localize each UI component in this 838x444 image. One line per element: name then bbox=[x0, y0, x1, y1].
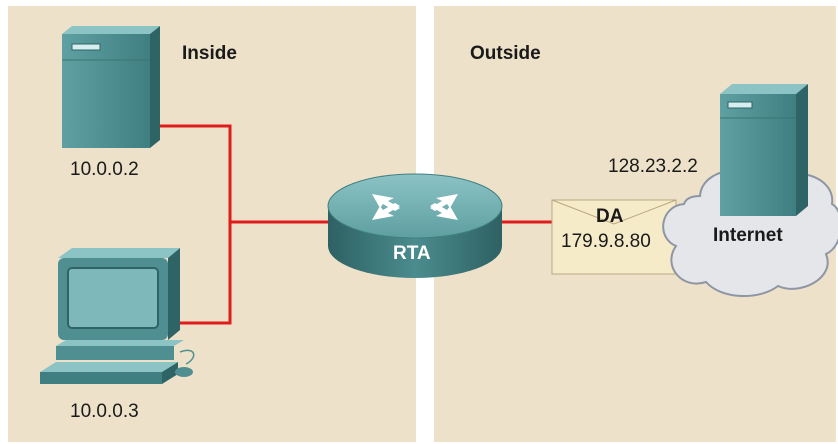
server-icon bbox=[62, 26, 160, 148]
outside-region-label: Outside bbox=[470, 43, 541, 64]
router-label: RTA bbox=[393, 243, 431, 264]
workstation-ip: 10.0.0.3 bbox=[70, 401, 139, 422]
packet-field-label: DA bbox=[596, 206, 624, 227]
packet-address: 179.9.8.80 bbox=[561, 231, 651, 252]
server-icon bbox=[720, 84, 808, 216]
inside-server-ip: 10.0.0.2 bbox=[70, 159, 139, 180]
outside-server-ip: 128.23.2.2 bbox=[608, 156, 698, 177]
router-icon bbox=[327, 173, 503, 278]
inside-links bbox=[152, 124, 330, 325]
computer-icon bbox=[40, 248, 195, 384]
envelope-icon bbox=[551, 199, 677, 275]
internet-label: Internet bbox=[713, 225, 783, 246]
inside-region-label: Inside bbox=[182, 43, 237, 64]
